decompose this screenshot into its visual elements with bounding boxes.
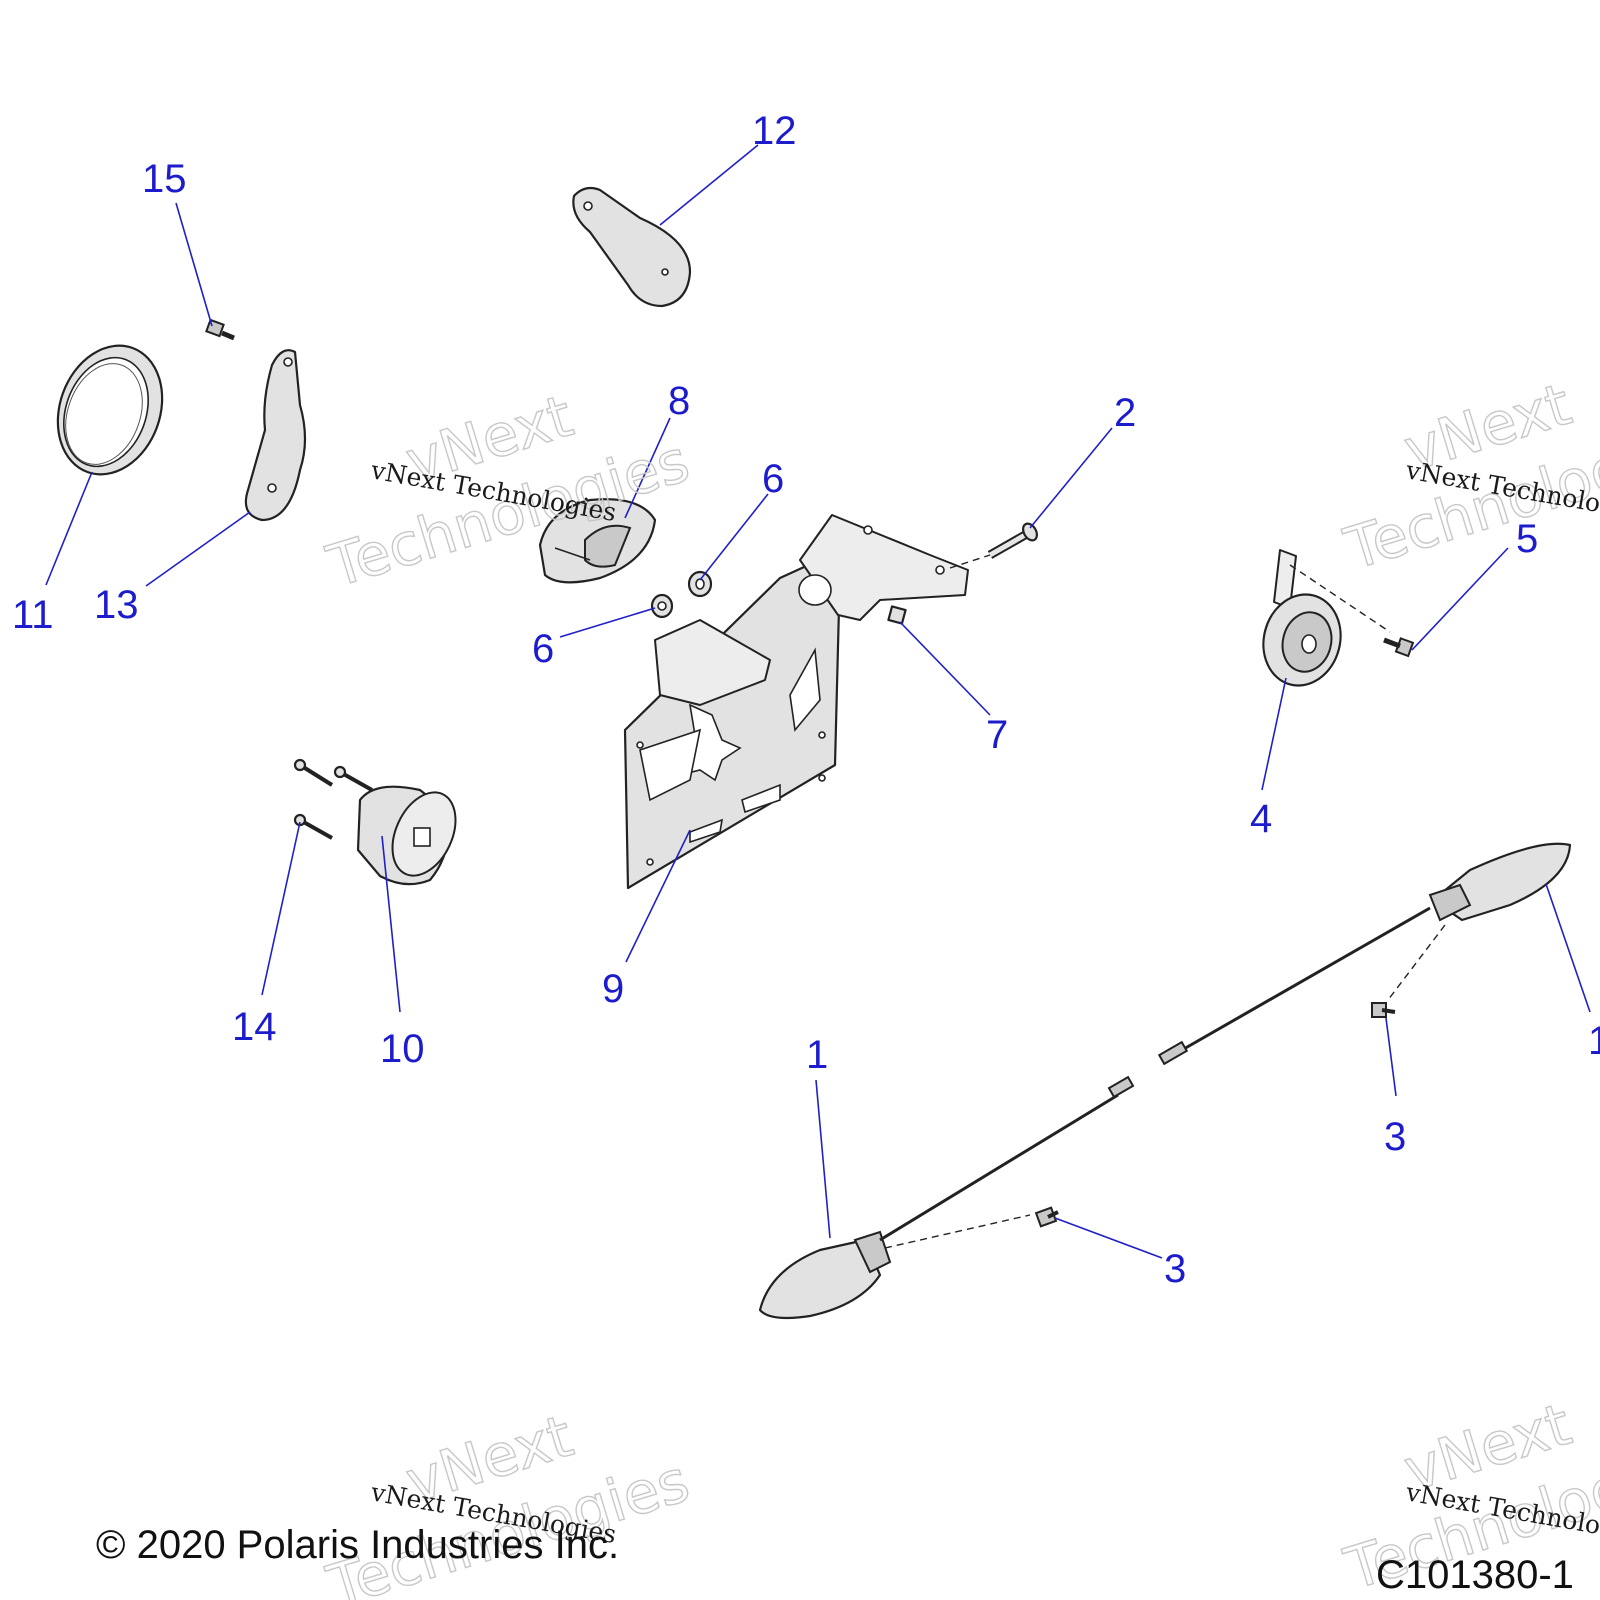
callout-7: 7 [986, 713, 1008, 757]
callout-11: 11 [12, 593, 54, 637]
callout-1-left: 1 [806, 1033, 828, 1077]
callout-13: 13 [94, 583, 139, 627]
callout-3-right: 3 [1384, 1115, 1406, 1159]
callout-10: 10 [380, 1027, 425, 1071]
watermark-right: vNext Technologies [1336, 369, 1600, 584]
callout-6-upper: 6 [762, 457, 784, 501]
leader-13 [145, 511, 251, 587]
part-14-screws [293, 758, 373, 840]
part-5-screw [1383, 637, 1415, 658]
callout-15: 15 [142, 157, 187, 201]
part-1-right-alignment-line [1387, 924, 1446, 1001]
part-13-bracket [244, 349, 307, 522]
leader-lines [45, 144, 1591, 1259]
drawing-number: C101380-1 [1376, 1553, 1574, 1597]
leader-12 [659, 144, 759, 226]
leader-6-lower [559, 607, 656, 638]
leader-8 [624, 417, 671, 519]
part-2-bolt [987, 522, 1038, 559]
part-6-spacer-lower [650, 593, 674, 619]
callout-3-left: 3 [1164, 1247, 1186, 1291]
part-3-screw-left [1034, 1206, 1059, 1228]
callout-8: 8 [668, 379, 690, 423]
part-2-alignment-line [949, 554, 991, 569]
leader-6-upper [699, 493, 769, 581]
callout-6-lower: 6 [532, 627, 554, 671]
callout-1-right: 1 [1588, 1019, 1600, 1063]
part-1-left-alignment-line [884, 1214, 1031, 1249]
callout-5: 5 [1516, 517, 1538, 561]
part-7-nut [887, 605, 907, 625]
leader-9 [625, 829, 691, 963]
leader-1-left [815, 1079, 831, 1239]
leader-5 [1411, 547, 1509, 651]
leader-3-left [1054, 1217, 1163, 1259]
part-10-light [356, 785, 457, 886]
part-1-turn-signal-left [758, 1075, 1135, 1320]
leader-15 [175, 202, 213, 327]
leader-4 [1261, 677, 1287, 791]
copyright-text: © 2020 Polaris Industries Inc. [96, 1523, 619, 1567]
callout-2: 2 [1114, 391, 1136, 435]
leader-3-right [1385, 1017, 1397, 1097]
leader-1-right [1545, 883, 1591, 1013]
part-11-bezel-ring [56, 344, 164, 476]
leader-7 [899, 621, 991, 716]
leader-14 [261, 821, 301, 996]
part-4-horn [1262, 549, 1342, 687]
leader-10 [381, 835, 401, 1013]
part-8-mount [538, 498, 657, 584]
callout-14: 14 [232, 1005, 277, 1049]
part-3-screw-right [1371, 1002, 1396, 1018]
part-9-plate-bracket [623, 514, 969, 890]
leader-11 [45, 471, 93, 586]
leader-2 [1029, 427, 1113, 529]
part-1-turn-signal-right [1157, 842, 1572, 1066]
part-12-bracket [572, 186, 692, 308]
part-4-alignment-line [1289, 564, 1391, 633]
part-6-spacer-upper [687, 570, 713, 598]
callout-12: 12 [752, 109, 797, 153]
callout-9: 9 [602, 967, 624, 1011]
callout-4: 4 [1250, 797, 1272, 841]
